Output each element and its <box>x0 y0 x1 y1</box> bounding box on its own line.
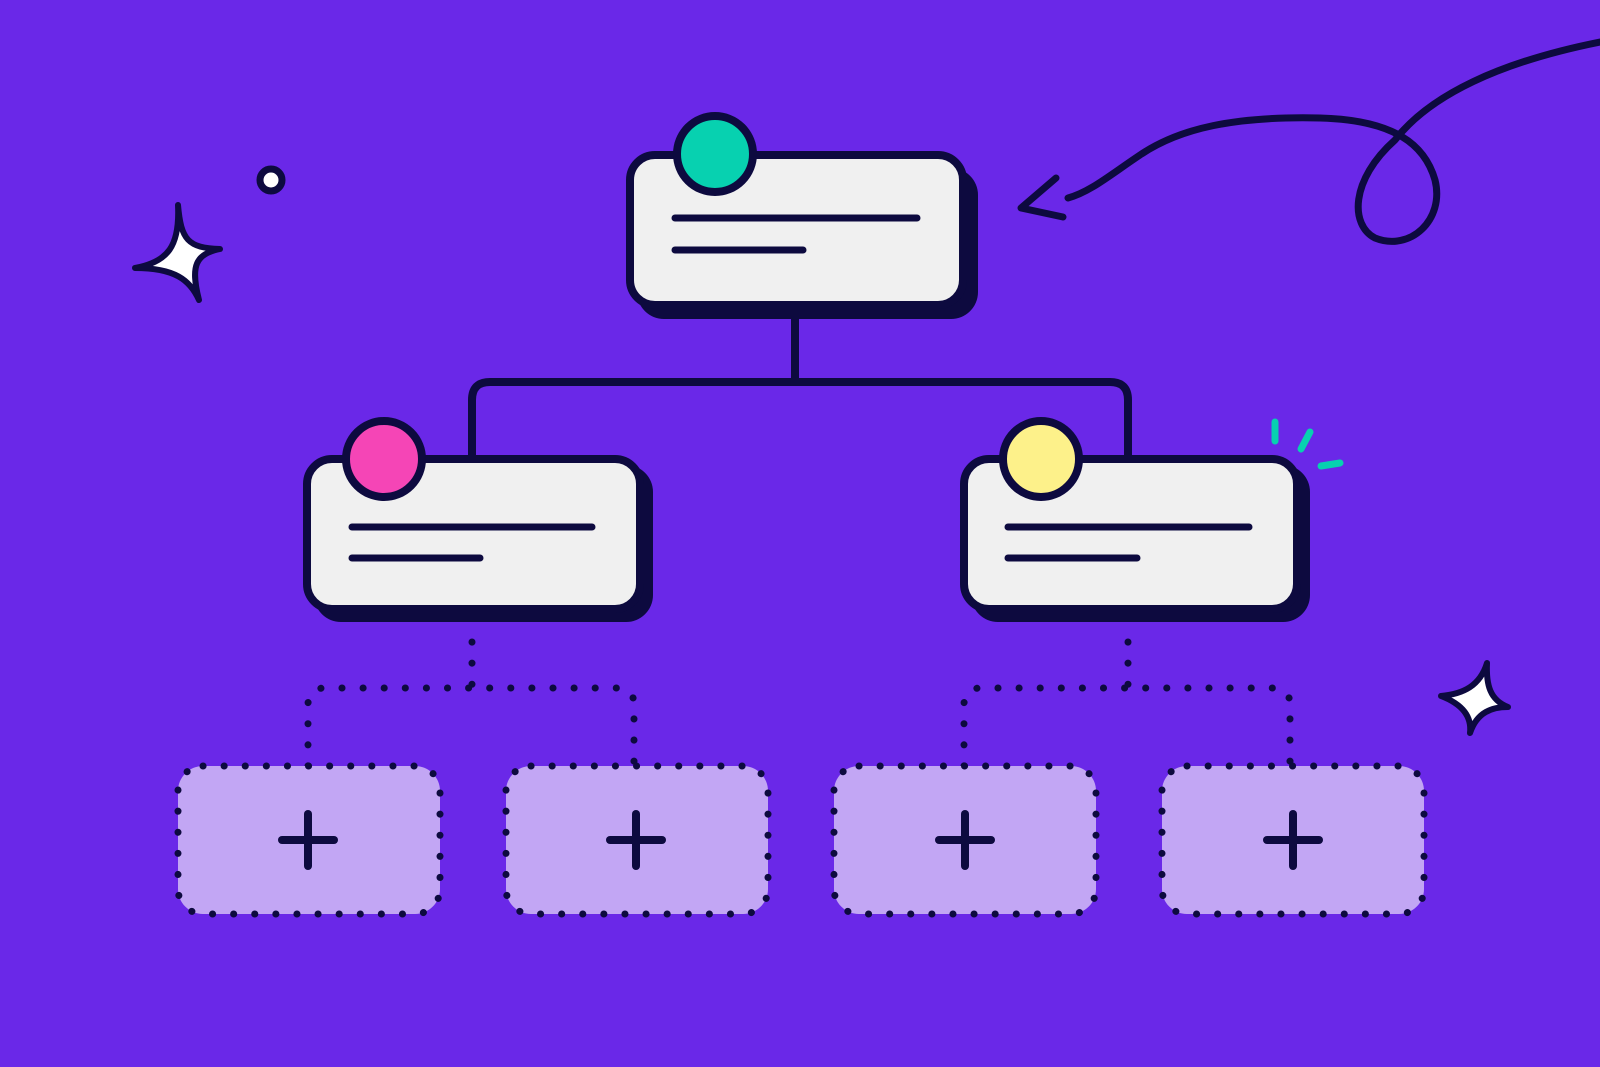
child-node-card-left[interactable] <box>303 417 653 622</box>
curly-arrow-icon <box>1017 38 1600 245</box>
shine-marks-icon <box>1271 418 1344 470</box>
plus-icon <box>278 810 338 870</box>
placeholder-border <box>502 762 772 918</box>
plus-icon <box>1263 810 1323 870</box>
child-node-card-right[interactable] <box>960 417 1310 622</box>
add-node-placeholder[interactable] <box>174 762 444 918</box>
add-node-placeholder[interactable] <box>830 762 1100 918</box>
avatar-pink-icon <box>342 417 426 501</box>
avatar-teal-icon <box>673 112 757 196</box>
placeholder-border <box>174 762 444 918</box>
ring-dot-icon <box>256 165 286 195</box>
placeholder-border <box>1158 762 1428 918</box>
plus-icon <box>606 810 666 870</box>
dotted-connectors <box>304 638 1294 770</box>
avatar-yellow-icon <box>999 417 1083 501</box>
plus-icon <box>935 810 995 870</box>
placeholder-border <box>830 762 1100 918</box>
sparkle-icon <box>132 202 223 303</box>
root-node-card[interactable] <box>626 112 978 319</box>
card-body <box>626 151 967 309</box>
solid-connectors <box>468 312 1132 455</box>
sparkle-icon <box>1438 660 1511 736</box>
add-node-placeholder[interactable] <box>502 762 772 918</box>
add-node-placeholder[interactable] <box>1158 762 1428 918</box>
